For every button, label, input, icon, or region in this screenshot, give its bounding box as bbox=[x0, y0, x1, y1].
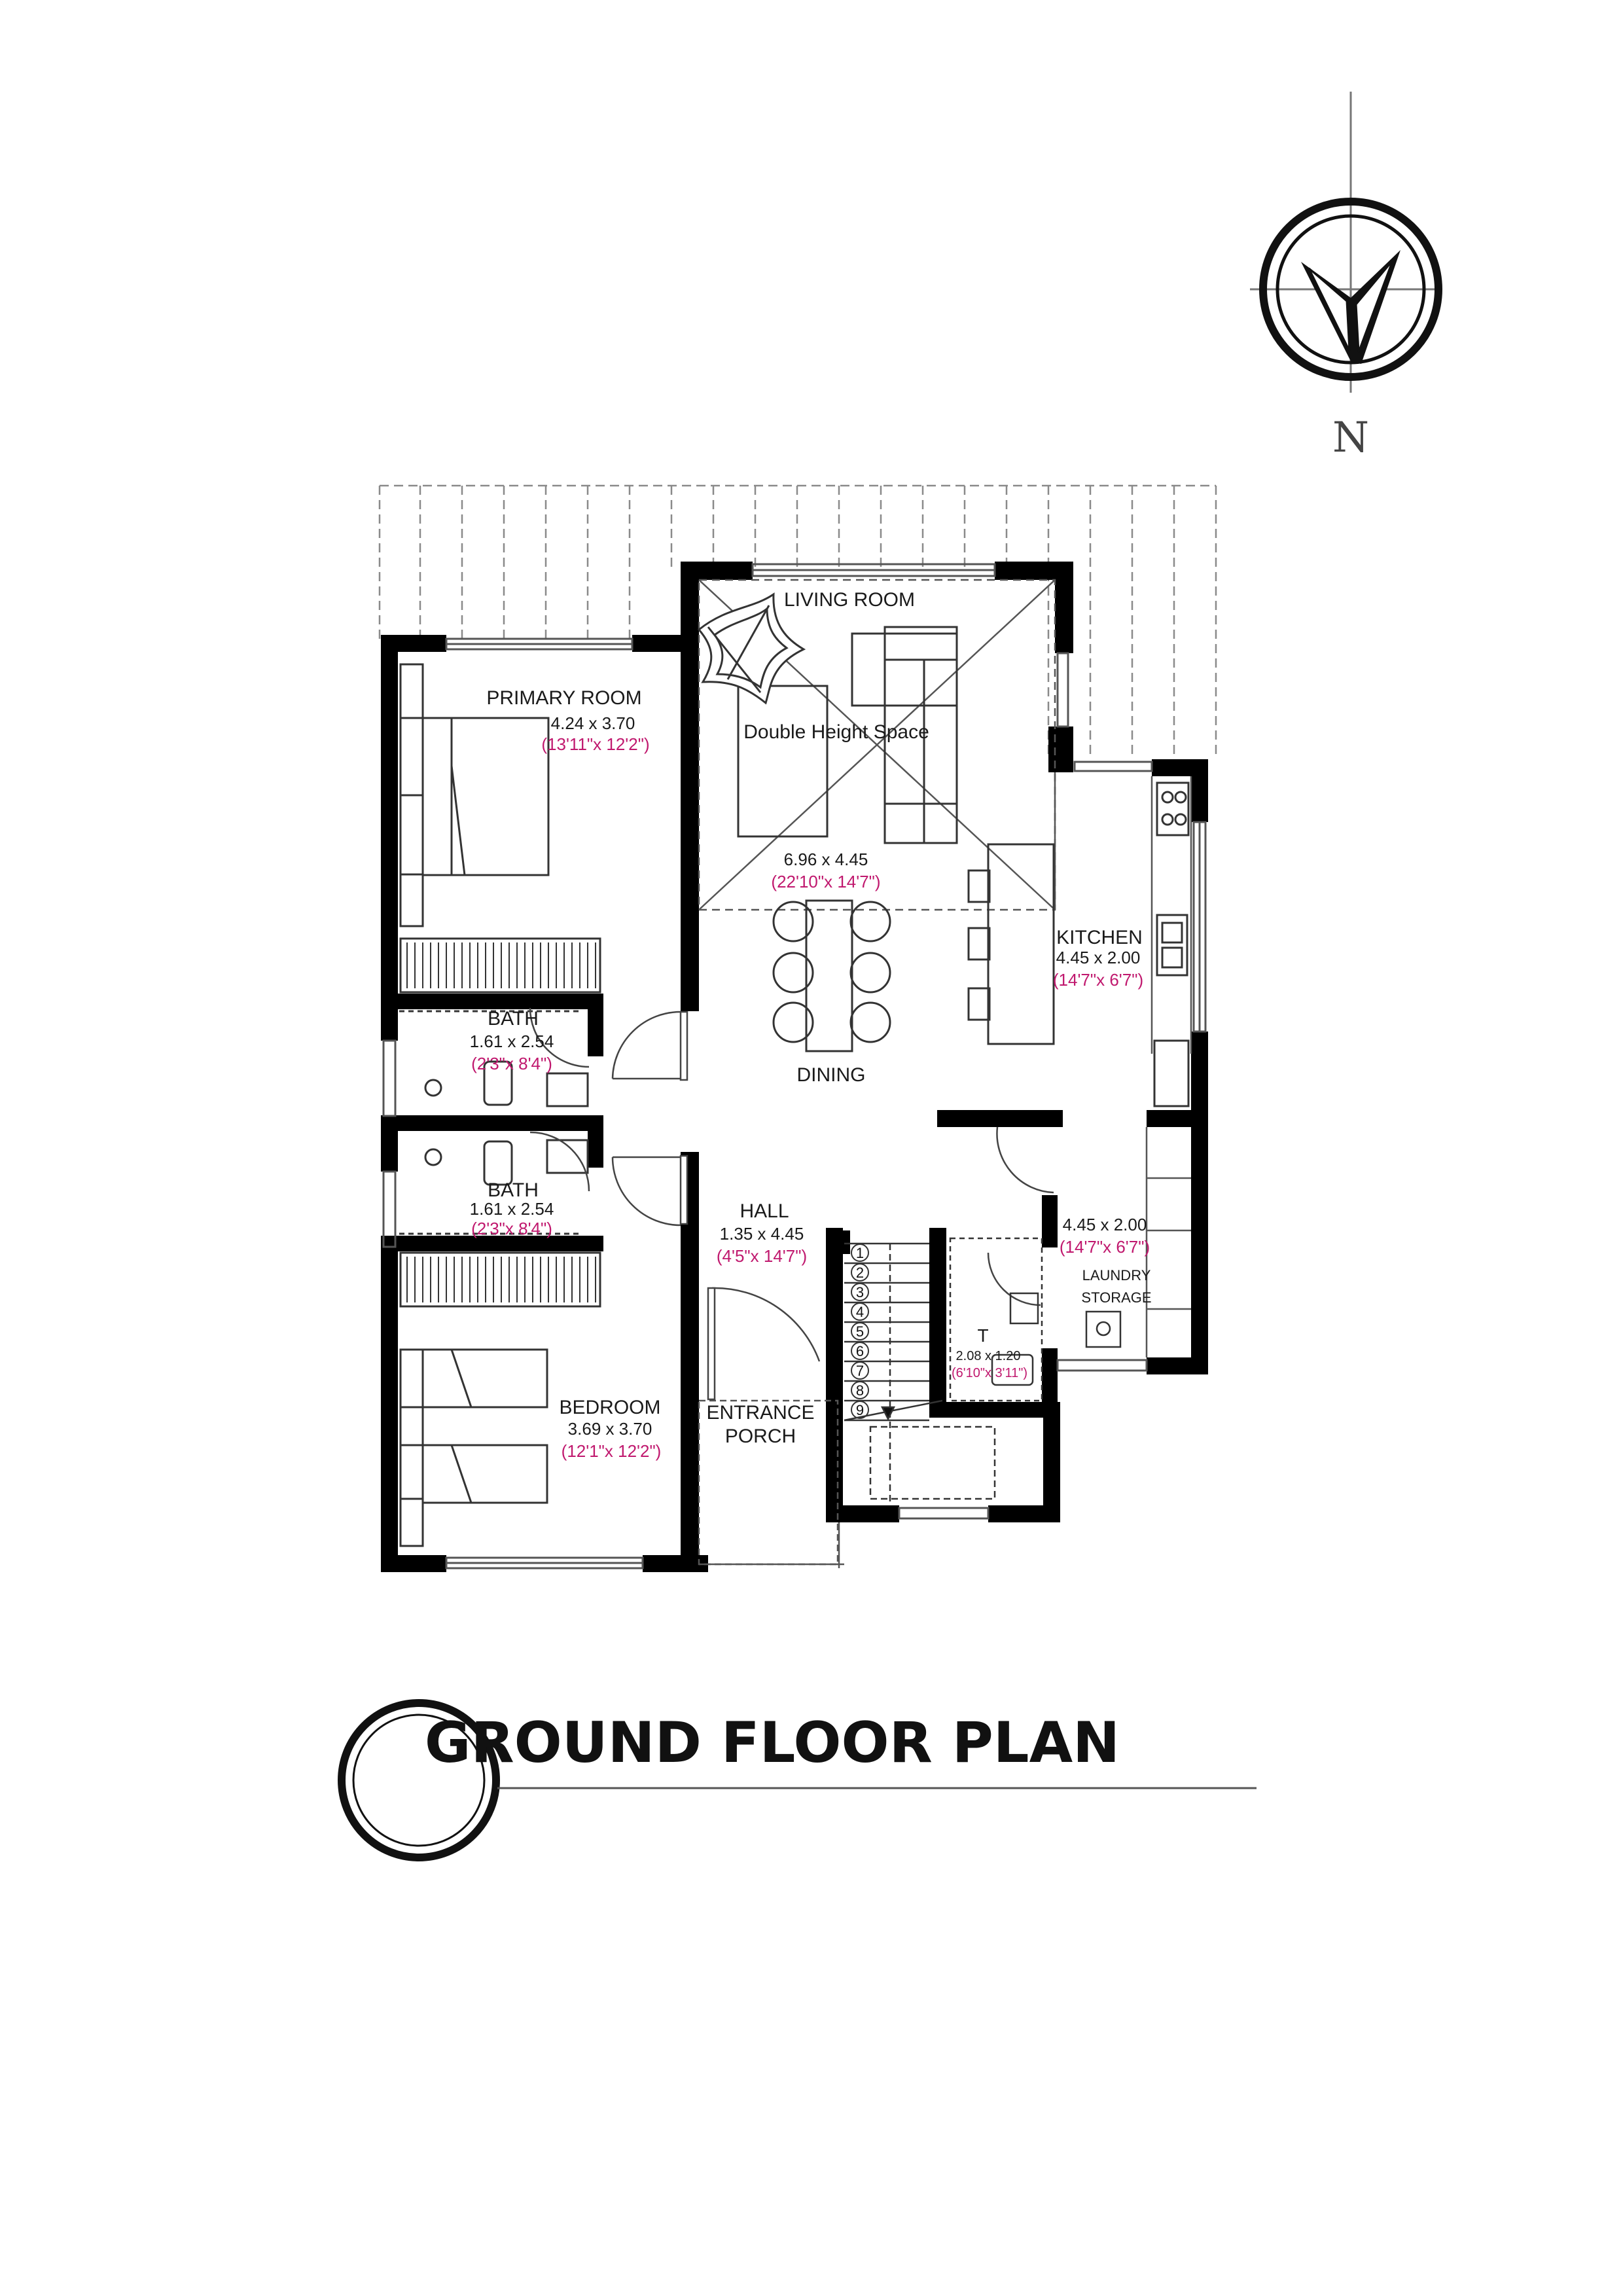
living-room-imperial: (22'10"x 14'7") bbox=[771, 872, 880, 891]
living-room-note: Double Height Space bbox=[743, 721, 929, 743]
porch-name: ENTRANCE bbox=[706, 1402, 814, 1424]
stair bbox=[844, 1242, 996, 1505]
stair-step-4: 4 bbox=[856, 1304, 864, 1320]
laundry-dim: 4.45 x 2.00 bbox=[1063, 1215, 1147, 1234]
primary-room-name: PRIMARY ROOM bbox=[486, 687, 641, 709]
bath1-imperial: (2'3"x 8'4") bbox=[471, 1054, 552, 1073]
stair-step-2: 2 bbox=[856, 1265, 864, 1281]
primary-furniture bbox=[399, 663, 601, 994]
stair-step-6: 6 bbox=[856, 1343, 864, 1359]
room-labels: LIVING ROOM Double Height Space 6.96 x 4… bbox=[470, 589, 1152, 1461]
service-fixtures bbox=[949, 1237, 1122, 1402]
bath1-dim: 1.61 x 2.54 bbox=[470, 1031, 554, 1051]
hall-name: HALL bbox=[740, 1200, 789, 1222]
walls bbox=[381, 562, 1208, 1572]
stair-step-5: 5 bbox=[856, 1323, 864, 1340]
stair-step-8: 8 bbox=[856, 1382, 864, 1399]
bedroom-furniture bbox=[399, 1251, 601, 1547]
toilet-dim: 2.08 x 1.20 bbox=[956, 1349, 1021, 1363]
dining-name: DINING bbox=[797, 1064, 866, 1086]
bedroom-dim: 3.69 x 3.70 bbox=[568, 1419, 652, 1439]
living-room-name: LIVING ROOM bbox=[784, 589, 915, 611]
title-block: GROUND FLOOR PLAN bbox=[338, 1699, 1257, 1861]
bath2-imperial: (2'3"x 8'4") bbox=[471, 1219, 552, 1238]
kitchen-dim: 4.45 x 2.00 bbox=[1056, 948, 1141, 967]
north-label: N bbox=[1332, 414, 1369, 462]
bath2-dim: 1.61 x 2.54 bbox=[470, 1199, 554, 1219]
stair-step-9: 9 bbox=[856, 1402, 864, 1418]
bath2-name: BATH bbox=[488, 1179, 539, 1201]
primary-room-dim: 4.24 x 3.70 bbox=[551, 713, 635, 733]
living-furniture bbox=[697, 592, 958, 844]
primary-room-imperial: (13'11"x 12'2") bbox=[541, 734, 649, 754]
laundry-name: LAUNDRY bbox=[1082, 1267, 1151, 1283]
bath1-name: BATH bbox=[488, 1008, 539, 1030]
toilet-imperial: (6'10"x 3'11") bbox=[952, 1366, 1027, 1380]
stair-step-1: 1 bbox=[856, 1245, 864, 1261]
stair-step-7: 7 bbox=[856, 1363, 864, 1379]
laundry-imperial: (14'7"x 6'7") bbox=[1060, 1237, 1150, 1257]
laundry-name-2: STORAGE bbox=[1081, 1289, 1151, 1306]
north-arrow-icon bbox=[1250, 92, 1442, 393]
dining-furniture bbox=[772, 781, 1190, 1107]
stair-step-numbers: 1 2 3 4 5 6 7 8 9 bbox=[851, 1244, 869, 1419]
drawing-number-circle bbox=[338, 1699, 500, 1861]
toilet-name: T bbox=[977, 1325, 988, 1346]
drawing-title: GROUND FLOOR PLAN bbox=[425, 1710, 1120, 1776]
deck-hatch bbox=[378, 484, 1217, 759]
windows bbox=[382, 563, 1207, 1570]
bedroom-imperial: (12'1"x 12'2") bbox=[562, 1441, 662, 1461]
porch-name-2: PORCH bbox=[725, 1426, 796, 1447]
bath-fixtures bbox=[399, 1010, 589, 1235]
stair-step-3: 3 bbox=[856, 1284, 864, 1300]
kitchen-name: KITCHEN bbox=[1056, 927, 1143, 948]
hall-dim: 1.35 x 4.45 bbox=[720, 1224, 804, 1244]
living-room-dim: 6.96 x 4.45 bbox=[784, 850, 868, 869]
bedroom-name: BEDROOM bbox=[559, 1397, 660, 1418]
dining-chairs bbox=[772, 901, 891, 1043]
hall-imperial: (4'5"x 14'7") bbox=[717, 1246, 807, 1266]
kitchen-imperial: (14'7"x 6'7") bbox=[1053, 970, 1143, 990]
door-swings bbox=[529, 1007, 1054, 1401]
